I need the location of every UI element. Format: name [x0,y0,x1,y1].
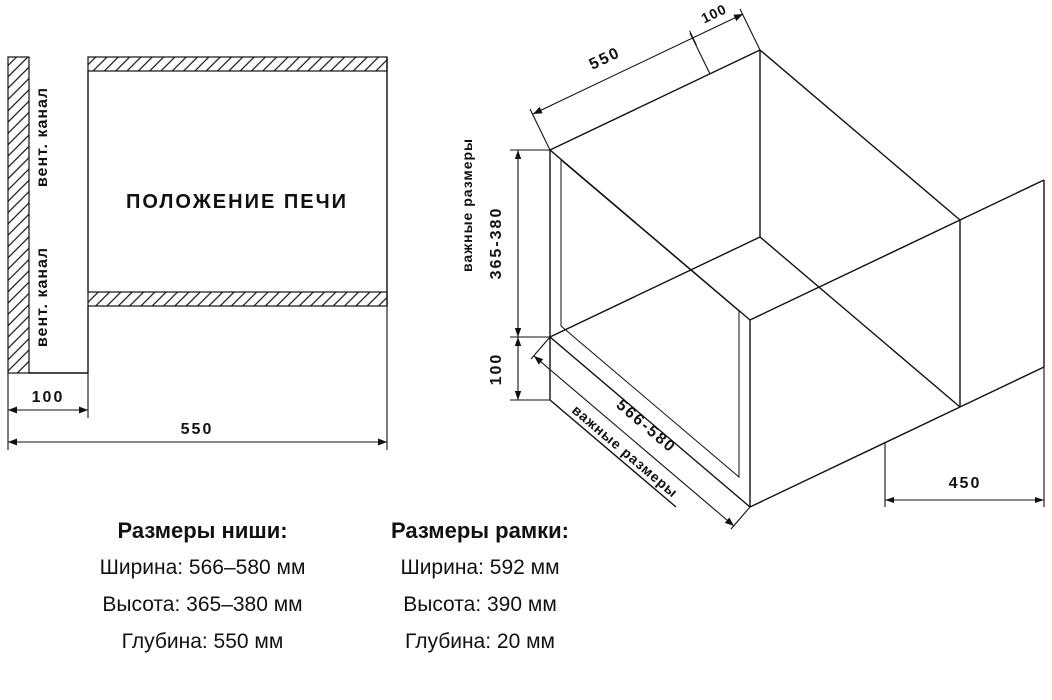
frame-depth: Глубина: 20 мм [405,630,555,653]
niche-height: Высота: 365–380 мм [102,593,303,616]
vent-channel-label-top: вент. канал [34,87,51,187]
isometric-niche-diagram: 550 100 365-380 важные размеры 100 566- [459,1,1045,530]
dim-550-depth-label: 550 [587,44,624,73]
side-section-diagram: ПОЛОЖЕНИЕ ПЕЧИ вент. канал вент. канал 1… [7,56,388,450]
frame-specs-block: Размеры рамки: Ширина: 592 мм Высота: 39… [360,518,600,667]
dimension-width: 566-580 важные размеры [530,336,751,530]
dim-550-label: 550 [181,421,214,438]
niche-specs-heading: Размеры ниши: [117,518,288,543]
niche-specs-block: Размеры ниши: Ширина: 566–580 мм Высота:… [30,518,375,667]
frame-height: Высота: 390 мм [403,593,557,616]
vent-channel-label-bottom: вент. канал [34,247,51,347]
niche-width: Ширина: 566–580 мм [99,556,306,579]
dim-height-label: 365-380 [488,207,505,280]
cabinet-wireframe [549,49,1045,508]
oven-position-label: ПОЛОЖЕНИЕ ПЕЧИ [126,191,348,213]
niche-depth: Глубина: 550 мм [121,630,284,653]
dimension-100-below: 100 [488,337,550,401]
hatched-walls [7,56,388,374]
dim-100-below-label: 100 [488,353,505,386]
dim-450-label: 450 [949,475,982,492]
dimension-100-channel: 100 [7,373,89,450]
dimension-450: 450 [884,367,1045,507]
frame-width: Ширина: 592 мм [400,556,560,579]
section-outline [29,57,388,374]
important-dims-left-label: важные размеры [459,138,475,272]
frame-specs-heading: Размеры рамки: [391,518,569,543]
dimension-height: 365-380 важные размеры [459,138,550,338]
dim-100-label: 100 [32,389,65,406]
dimension-depth-chain: 550 100 [529,1,761,151]
dimension-550-depth: 550 [8,306,388,450]
